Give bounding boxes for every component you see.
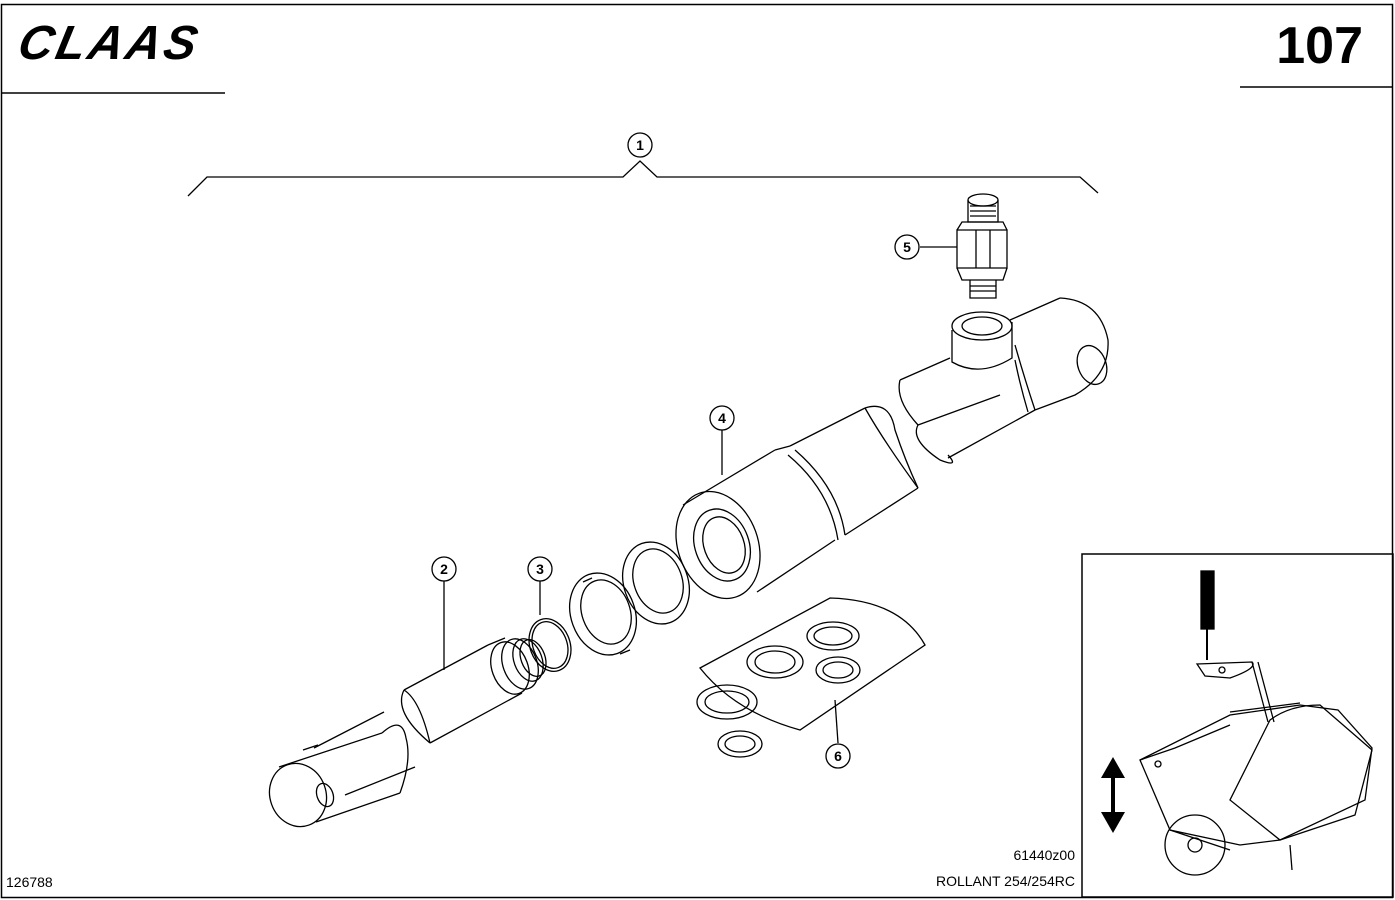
brand-logo: CLAAS — [13, 17, 206, 70]
model-label: ROLLANT 254/254RC — [935, 873, 1075, 889]
piston-rod-part-2 — [268, 637, 547, 828]
callout-3-label: 3 — [536, 561, 544, 577]
page-border — [0, 3, 1394, 899]
fitting-part-5 — [956, 193, 1008, 299]
cylinder-tube-part-4 — [675, 405, 919, 600]
callout-2-label: 2 — [440, 561, 448, 577]
cylinder-head — [898, 297, 1109, 464]
callout-4: 4 — [709, 405, 735, 431]
callout-6: 6 — [825, 743, 851, 769]
drawing-number: 61440z00 — [1013, 847, 1075, 863]
seal-kit-part-6 — [696, 597, 926, 758]
callout-5: 5 — [894, 234, 920, 260]
callout-1-label: 1 — [636, 137, 644, 153]
baler-location-icon — [1081, 553, 1394, 898]
document-number: 126788 — [6, 874, 53, 890]
callout-leaders — [443, 246, 957, 744]
up-down-arrow-icon — [1101, 757, 1125, 833]
callout-4-label: 4 — [718, 410, 726, 426]
guide-ring — [622, 541, 690, 625]
seal-ring — [569, 572, 637, 656]
callout-6-label: 6 — [834, 748, 842, 764]
circlip-part-3 — [528, 618, 572, 672]
callout-1: 1 — [627, 132, 653, 158]
assembly-bracket — [187, 160, 1099, 197]
callout-3: 3 — [527, 556, 553, 582]
callout-2: 2 — [431, 556, 457, 582]
page-number: 107 — [1276, 17, 1363, 75]
callout-5-label: 5 — [903, 239, 911, 255]
